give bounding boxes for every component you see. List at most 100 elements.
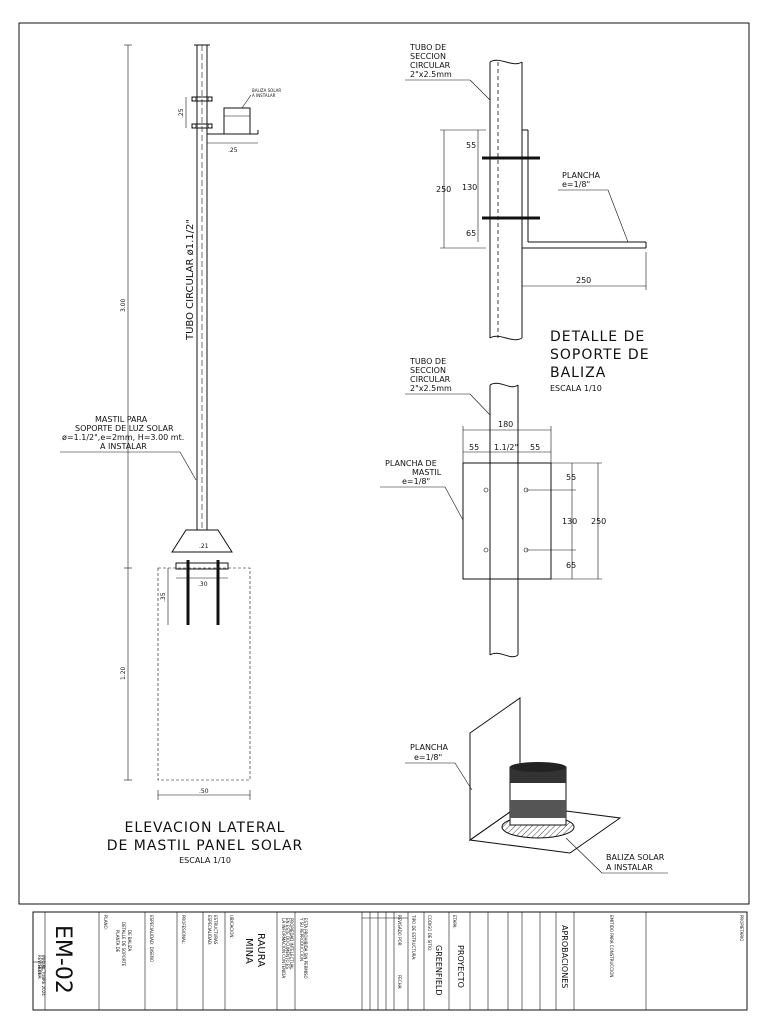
clamp-bolt	[207, 96, 213, 102]
tb-propietario: PROPIETARIO	[739, 915, 744, 941]
tube-label-2: SECCION	[410, 366, 446, 375]
mast-note-1: MASTIL PARA	[95, 415, 148, 424]
support-title-3: BALIZA	[550, 365, 606, 381]
plate-label-3: e=1/8"	[402, 477, 430, 486]
tube-label-4: 2"x2.5mm	[410, 384, 452, 393]
tb-plan-2: DETALLE DE SOPORTE	[121, 922, 126, 967]
clamp-bolt	[191, 123, 197, 129]
tb-aprobaciones: APROBACIONES	[560, 925, 569, 988]
tube-label-2: SECCION	[410, 52, 446, 61]
mast-note-4: A INSTALAR	[100, 442, 147, 451]
dim-footing-height: 1.20	[120, 666, 127, 680]
sheet-code: EM-02	[50, 925, 75, 994]
leader-line	[565, 837, 603, 874]
plate-label-1: PLANCHA DE	[385, 459, 437, 468]
dim-250-horiz: 250	[576, 276, 591, 285]
clamp-bolt	[191, 96, 197, 102]
support-scale: ESCALA 1/10	[550, 384, 602, 393]
dim-55: 55	[466, 141, 476, 150]
title-block: REVISION: INICIAL FECHA: OCTUBRE 2024 EM…	[32, 911, 748, 1011]
elevation-scale: ESCALA 1/10	[179, 856, 231, 865]
mast-plate	[462, 462, 552, 580]
tb-emisor: EMITIDO PARA CONSTRUCCION	[609, 915, 614, 977]
tb-plan-label: PLANO:	[103, 915, 108, 930]
plate-label-2: e=1/8"	[562, 180, 590, 189]
support-title-2: SOPORTE DE	[550, 347, 650, 363]
plate-detail: TUBO DE SECCION CIRCULAR 2"x2.5mm PLANCH…	[380, 357, 606, 658]
leader-line	[241, 94, 252, 109]
tb-especialidad-2: ESTRUCTURAS	[213, 915, 218, 945]
iso-beacon-label-2: A INSTALAR	[606, 863, 653, 872]
iso-beacon-band	[510, 800, 566, 818]
tb-notice-4: Y SU REPRODUCCION	[299, 917, 304, 961]
tb-nombre-sitio: CODIGO DE SITIO:	[427, 915, 432, 951]
tb-etapa: ETAPA:	[452, 915, 457, 929]
tb-notice-1: LA INFORMACION CONTENIDA	[281, 918, 286, 978]
tube-label-4: 2"x2.5mm	[410, 70, 452, 79]
iso-beacon-label-1: BALIZA SOLAR	[606, 853, 665, 862]
bolt-hole	[483, 487, 489, 493]
tb-notice-3: PROPIEDAD INTELECTUAL	[289, 918, 294, 970]
tube-break-top	[489, 59, 523, 65]
mast-note-3: ø=1.1/2",e=2mm, H=3.00 mt.	[62, 433, 184, 442]
support-title-1: DETALLE DE	[550, 329, 645, 345]
plate-label-2: MASTIL	[412, 468, 442, 477]
tb-revisado: REVISADO POR:	[397, 915, 402, 947]
dim-1-1-2: 1.1/2"	[494, 443, 518, 452]
tb-plan-1: PLANTA DE	[115, 930, 120, 953]
tb-greenfield: GREENFIELD	[434, 945, 443, 995]
base-plate	[175, 562, 229, 570]
dim-55b: 55	[530, 443, 540, 452]
leader-line	[607, 189, 629, 243]
tube-break-bottom	[489, 652, 519, 658]
elevation-title-2: DE MASTIL PANEL SOLAR	[107, 838, 304, 854]
tb-site-2: RAURA	[255, 933, 266, 967]
tb-disciplina: ESPECIALIDAD: DISEÑO	[149, 915, 154, 962]
leader-line	[444, 486, 464, 521]
iso-plate-label-2: e=1/8"	[414, 753, 442, 762]
title-block-frame	[32, 911, 748, 1011]
tb-proyecto: PROYECTO	[456, 945, 465, 988]
tb-date-2: OCTUBRE 2024	[41, 965, 46, 996]
leader-line	[469, 393, 491, 416]
iso-base-plate	[468, 804, 622, 854]
tb-plan-3: DE BALIZA	[127, 930, 132, 952]
tube-label-1: TUBO DE	[409, 43, 446, 52]
bolt-hole	[483, 547, 489, 553]
dim-anchor: .35	[160, 592, 167, 602]
dim-250-vert: 250	[436, 185, 451, 194]
tube-label-3: CIRCULAR	[410, 61, 451, 70]
dim-55a: 55	[469, 443, 479, 452]
dim-v130: 130	[562, 517, 577, 526]
sheet-border	[18, 22, 750, 905]
tube-label-3: CIRCULAR	[410, 375, 451, 384]
tb-notice-2: EN ESTE DOCUMENTO ES	[285, 918, 290, 969]
mast-note-2: SOPORTE DE LUZ SOLAR	[75, 424, 174, 433]
dim-v250: 250	[591, 517, 606, 526]
iso-plate-label-1: PLANCHA	[410, 743, 449, 752]
tb-revision-2: INICIAL	[41, 955, 46, 970]
dim-v55: 55	[566, 473, 576, 482]
dim-180: 180	[498, 420, 513, 429]
leader-line	[469, 79, 491, 101]
tb-fecha2: FECHA:	[397, 975, 402, 990]
tb-especialidad-1: ESPECIALIDAD:	[207, 915, 212, 945]
iso-detail: PLANCHA e=1/8" BALIZA SOLAR A INSTALAR	[405, 697, 668, 874]
plate-label-1: PLANCHA	[562, 171, 601, 180]
tb-tipo-estructura: TIPO DE ESTRUCTURA:	[411, 914, 416, 960]
support-detail: TUBO DE SECCION CIRCULAR 2"x2.5mm PLANCH…	[405, 43, 650, 393]
tube-break-bottom	[489, 335, 523, 341]
dim-130: 130	[462, 183, 477, 192]
dim-footing-width: .50	[199, 788, 209, 795]
iso-beacon-top	[510, 762, 566, 772]
dim-v65: 65	[566, 561, 576, 570]
dim-base-width: .30	[198, 581, 208, 588]
tube-break-top	[489, 382, 519, 388]
tb-date-1: FECHA:	[37, 965, 42, 980]
clamp-bolt	[207, 123, 213, 129]
beacon-note-2: A INSTALAR	[252, 93, 276, 98]
tube-label-1: TUBO DE	[409, 357, 446, 366]
dim-top-width: .25	[228, 147, 238, 154]
tb-revision-1: REVISION:	[37, 955, 42, 975]
